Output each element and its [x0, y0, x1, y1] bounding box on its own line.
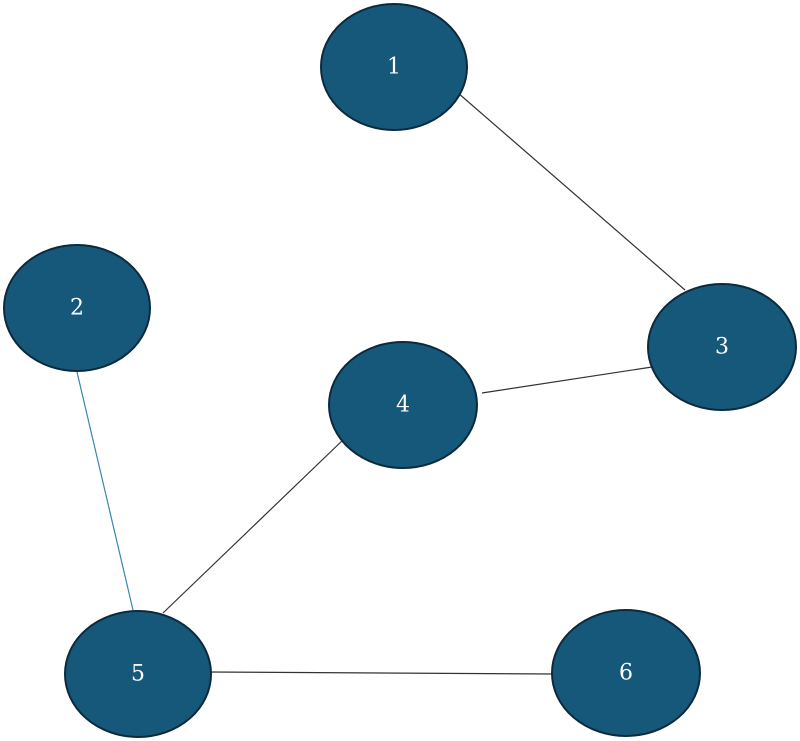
node-1: 1	[320, 3, 468, 131]
node-5: 5	[64, 610, 212, 738]
node-1-label: 1	[387, 55, 401, 80]
edges-layer	[76, 85, 686, 675]
node-3-label: 3	[715, 335, 729, 360]
edge-1-3	[449, 85, 686, 291]
node-4: 4	[328, 341, 478, 469]
node-2-label: 2	[70, 296, 84, 321]
edge-4-5	[162, 437, 346, 614]
node-5-label: 5	[131, 662, 145, 687]
node-6: 6	[551, 609, 701, 737]
node-6-circle	[551, 609, 701, 737]
node-4-circle	[328, 341, 478, 469]
node-6-label: 6	[619, 661, 633, 686]
node-3: 3	[647, 283, 797, 411]
node-2-circle	[3, 244, 151, 372]
node-2: 2	[3, 244, 151, 372]
edge-5-6	[207, 671, 555, 675]
edge-2-5	[76, 371, 134, 611]
node-1-circle	[320, 3, 468, 131]
edge-3-4	[481, 366, 653, 394]
node-4-label: 4	[396, 393, 410, 418]
node-5-circle	[64, 610, 212, 738]
node-3-circle	[647, 283, 797, 411]
